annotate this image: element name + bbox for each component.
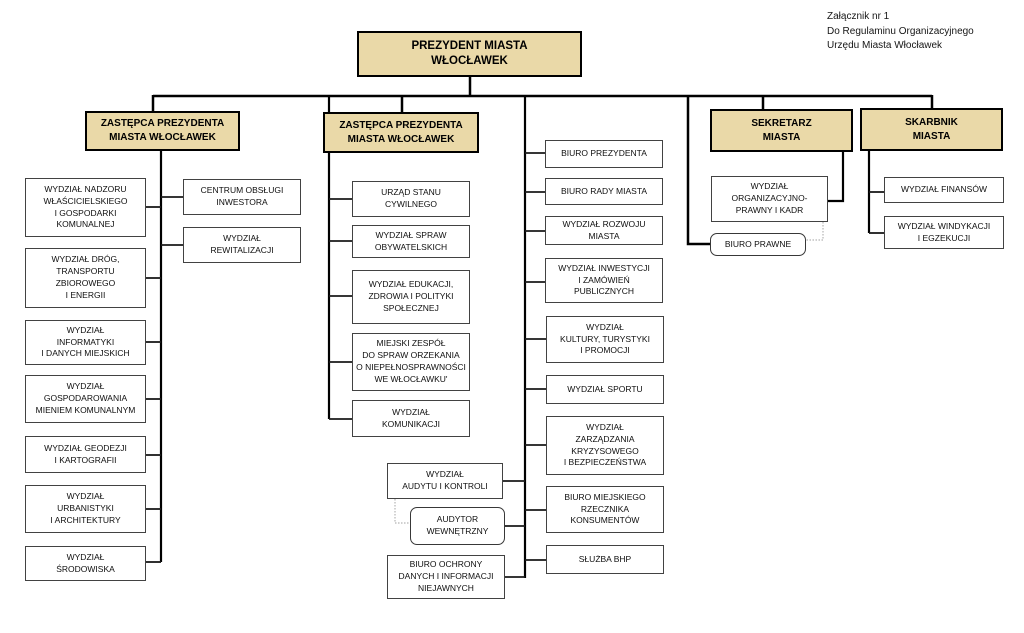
miejski-zespol-box: MIEJSKI ZESPÓŁ DO SPRAW ORZEKANIA O NIEP… <box>352 333 470 391</box>
president-box: PREZYDENT MIASTA WŁOCŁAWEK <box>357 31 582 77</box>
wydzial-kultury-box: WYDZIAŁ KULTURY, TURYSTYKI I PROMOCJI <box>546 316 664 363</box>
biuro-prezydenta-box: BIURO PREZYDENTA <box>545 140 663 168</box>
wydzial-informatyki-box: WYDZIAŁ INFORMATYKI I DANYCH MIEJSKICH <box>25 320 146 365</box>
attachment-note-line2: Do Regulaminu Organizacyjnego <box>827 25 974 37</box>
wydzial-finansow-box: WYDZIAŁ FINANSÓW <box>884 177 1004 203</box>
wydzial-audytu-box: WYDZIAŁ AUDYTU I KONTROLI <box>387 463 503 499</box>
wydzial-komunikacji-box: WYDZIAŁ KOMUNIKACJI <box>352 400 470 437</box>
sekretarz-box: SEKRETARZ MIASTA <box>710 109 853 152</box>
wydzial-sportu-box: WYDZIAŁ SPORTU <box>546 375 664 404</box>
wydzial-windykacji-box: WYDZIAŁ WINDYKACJI I EGZEKUCJI <box>884 216 1004 249</box>
sluzba-bhp-box: SŁUŻBA BHP <box>546 545 664 574</box>
wydzial-spraw-box: WYDZIAŁ SPRAW OBYWATELSKICH <box>352 225 470 258</box>
attachment-note-line1: Załącznik nr 1 <box>827 11 890 22</box>
attachment-note: Załącznik nr 1 Do Regulaminu Organizacyj… <box>827 10 974 54</box>
biuro-rzecznika-box: BIURO MIEJSKIEGO RZECZNIKA KONSUMENTÓW <box>546 486 664 533</box>
urzad-stanu-box: URZĄD STANU CYWILNEGO <box>352 181 470 217</box>
audytor-box: AUDYTOR WEWNĘTRZNY <box>410 507 505 545</box>
wydzial-srodowiska-box: WYDZIAŁ ŚRODOWISKA <box>25 546 146 581</box>
attachment-note-line3: Urzędu Miasta Włocławek <box>827 40 943 52</box>
centrum-obslugi-box: CENTRUM OBSŁUGI INWESTORA <box>183 179 301 215</box>
wydzial-gospodarowania-box: WYDZIAŁ GOSPODAROWANIA MIENIEM KOMUNALNY… <box>25 375 146 423</box>
biuro-ochrony-box: BIURO OCHRONY DANYCH I INFORMACJI NIEJAW… <box>387 555 505 599</box>
wydzial-rewitalizacji-box: WYDZIAŁ REWITALIZACJI <box>183 227 301 263</box>
deputy-left-box: ZASTĘPCA PREZYDENTA MIASTA WŁOCŁAWEK <box>85 111 240 151</box>
wydzial-urbanistyki-box: WYDZIAŁ URBANISTYKI I ARCHITEKTURY <box>25 485 146 533</box>
deputy-center-box: ZASTĘPCA PREZYDENTA MIASTA WŁOCŁAWEK <box>323 112 479 153</box>
wydzial-rozwoju-box: WYDZIAŁ ROZWOJU MIASTA <box>545 216 663 245</box>
wydzial-edukacji-box: WYDZIAŁ EDUKACJI, ZDROWIA I POLITYKI SPO… <box>352 270 470 324</box>
wydzial-nadzoru-box: WYDZIAŁ NADZORU WŁAŚCICIELSKIEGO I GOSPO… <box>25 178 146 237</box>
skarbnik-box: SKARBNIK MIASTA <box>860 108 1003 151</box>
wydzial-organizacyjno-box: WYDZIAŁ ORGANIZACYJNO- PRAWNY I KADR <box>711 176 828 222</box>
wydzial-geodezji-box: WYDZIAŁ GEODEZJI I KARTOGRAFII <box>25 436 146 473</box>
wydzial-inwestycji-box: WYDZIAŁ INWESTYCJI I ZAMÓWIEŃ PUBLICZNYC… <box>545 258 663 303</box>
biuro-rady-box: BIURO RADY MIASTA <box>545 178 663 205</box>
biuro-prawne-box: BIURO PRAWNE <box>710 233 806 256</box>
wydzial-zarzadzania-box: WYDZIAŁ ZARZĄDZANIA KRYZYSOWEGO I BEZPIE… <box>546 416 664 475</box>
wydzial-drog-box: WYDZIAŁ DRÓG, TRANSPORTU ZBIOROWEGO I EN… <box>25 248 146 308</box>
